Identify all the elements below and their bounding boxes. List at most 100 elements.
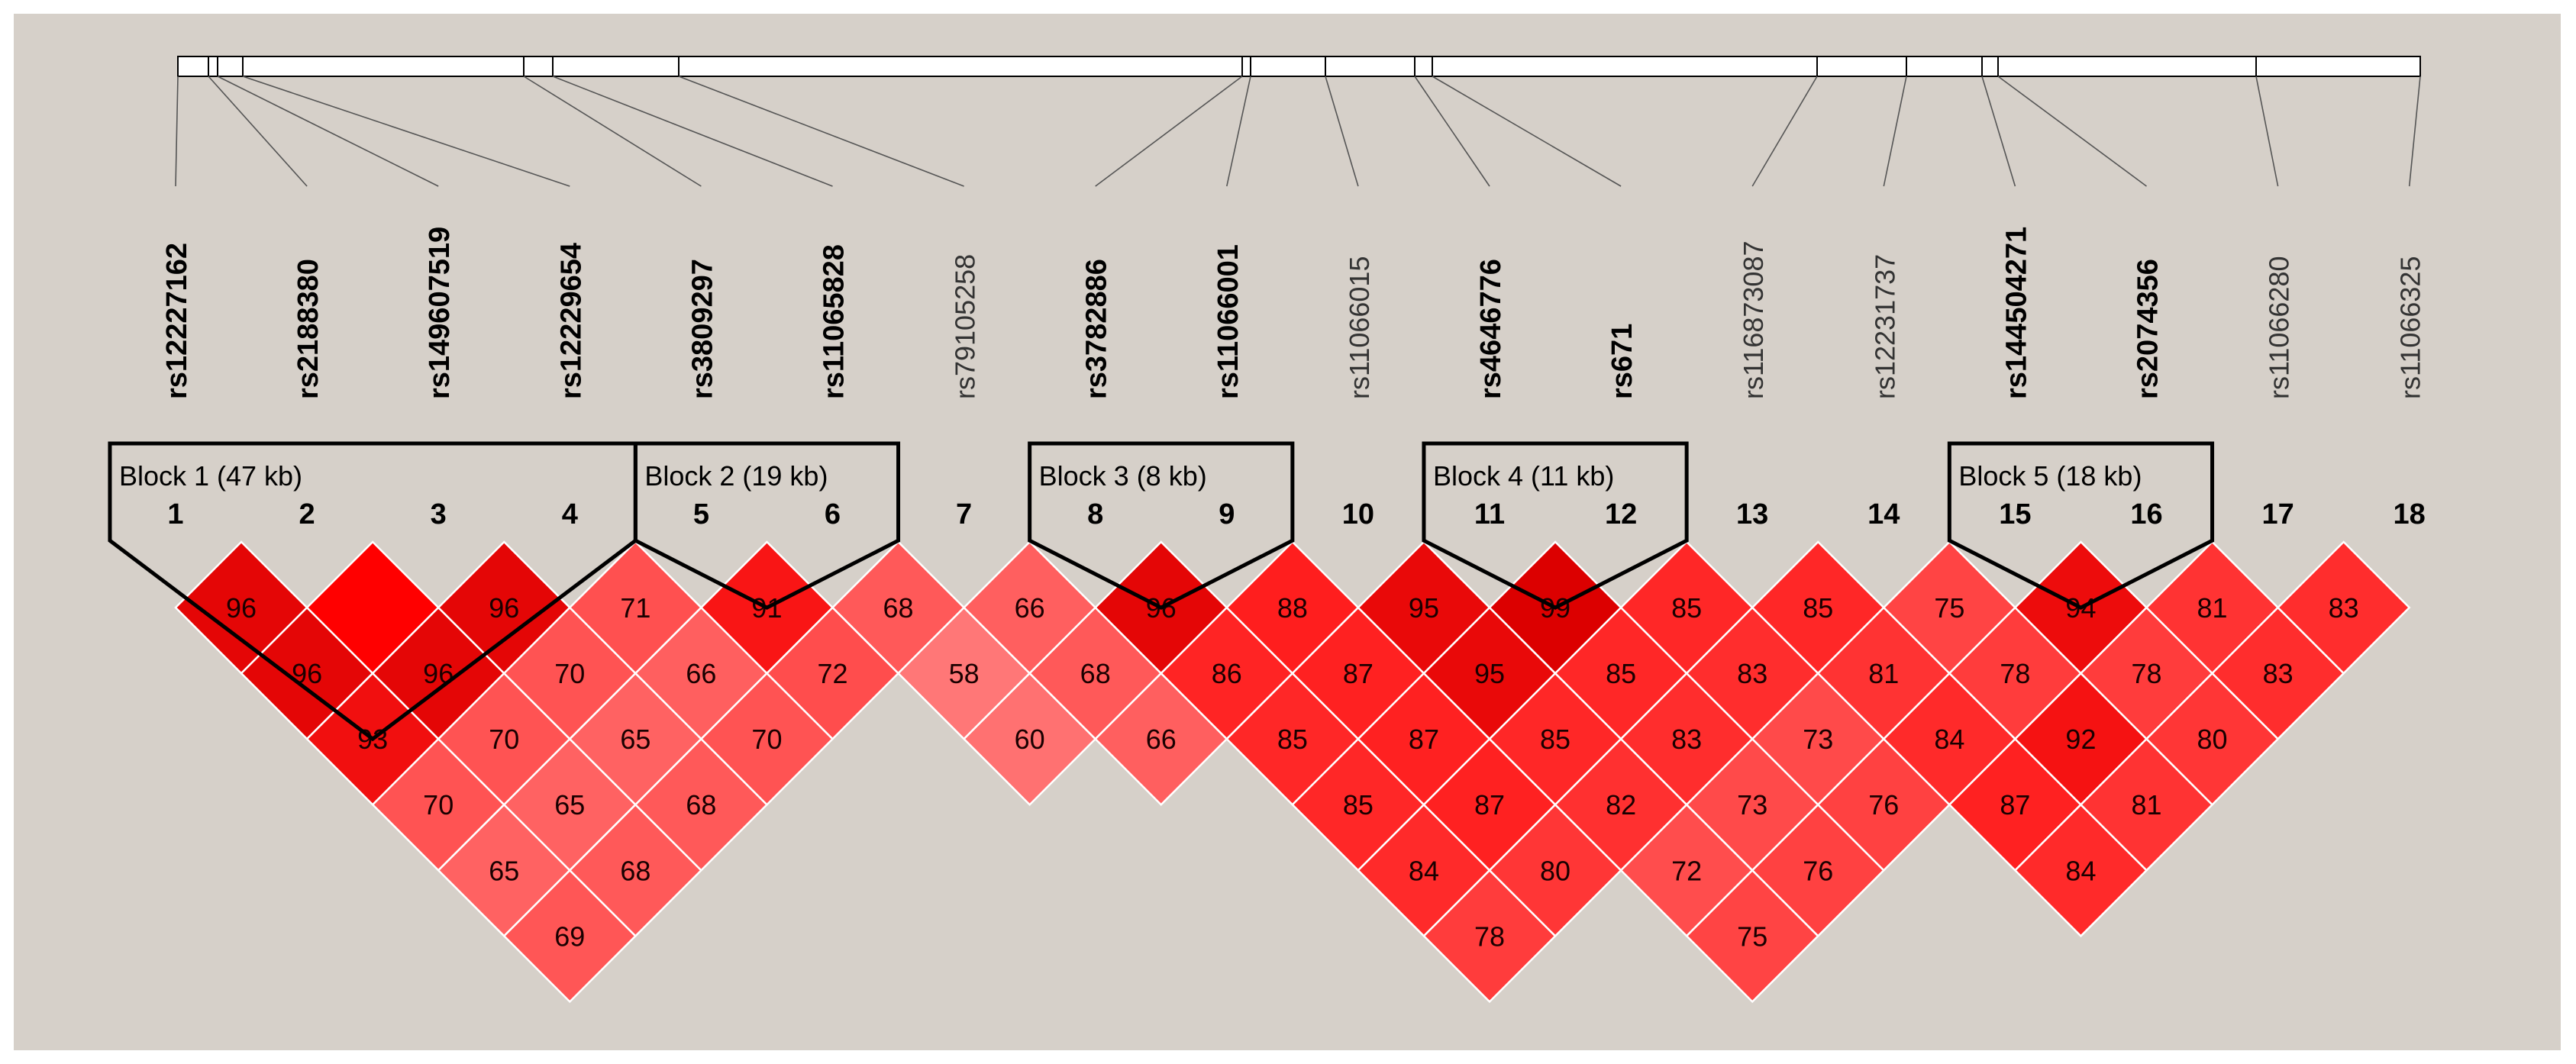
marker-connector-line (1751, 76, 1818, 187)
marker-connector-line (242, 76, 570, 187)
marker-name-label: rs11065828 (818, 244, 851, 399)
marker-name-label: rs11066280 (2264, 256, 2295, 400)
ld-value: 85 (1343, 789, 1374, 821)
marker-name-label: rs11066001 (1212, 244, 1244, 399)
haplotype-block-label: Block 1 (47 kb) (119, 460, 302, 492)
ld-value: 92 (2065, 724, 2096, 755)
haplotype-block-label: Block 2 (19 kb) (644, 460, 828, 492)
haplotype-block-outline (1028, 441, 1295, 610)
marker-connector-line (1432, 76, 1622, 187)
ld-value: 68 (1080, 658, 1111, 689)
marker-connector-line (2408, 76, 2421, 187)
haplotype-block-outline (1422, 441, 1689, 610)
ld-value: 78 (1474, 921, 1505, 952)
ld-value: 69 (554, 921, 585, 952)
ld-value: 70 (751, 724, 782, 755)
marker-index-label: 4 (562, 498, 578, 530)
ld-value: 78 (2131, 658, 2161, 689)
ld-value: 88 (1277, 592, 1308, 624)
marker-index-label: 2 (299, 498, 315, 530)
ld-value: 95 (1409, 592, 1439, 624)
marker-index-label: 15 (1999, 498, 2031, 530)
marker-index-label: 10 (1342, 498, 1374, 530)
ld-value: 84 (1409, 855, 1439, 886)
marker-index-label: 16 (2130, 498, 2162, 530)
marker-index-label: 7 (956, 498, 972, 530)
marker-name-label: rs12227162 (161, 243, 193, 399)
marker-index-label: 12 (1605, 498, 1637, 530)
ld-value: 85 (1277, 724, 1308, 755)
ld-value: 96 (292, 658, 322, 689)
marker-name-label: rs12229654 (555, 243, 587, 399)
ld-value: 81 (2131, 789, 2161, 821)
ld-value: 83 (2329, 592, 2359, 624)
ld-value: 80 (1540, 855, 1570, 886)
marker-connector-line (2255, 76, 2279, 187)
position-bar (177, 56, 2421, 77)
ld-value: 87 (1409, 724, 1439, 755)
ld-value: 70 (423, 789, 454, 821)
marker-name-label: rs4646776 (1475, 259, 1507, 399)
marker-name-label: rs149607519 (424, 227, 456, 399)
marker-name-label: rs79105258 (950, 254, 981, 399)
ld-value: 73 (1737, 789, 1767, 821)
ld-value: 75 (1737, 921, 1767, 952)
ld-value: 80 (2197, 724, 2228, 755)
marker-connector-line (1981, 76, 2016, 187)
haplotype-block-outline (633, 441, 901, 610)
ld-value: 65 (554, 789, 585, 821)
marker-name-label: rs144504271 (2000, 227, 2032, 399)
marker-name-label: rs671 (1606, 324, 1638, 399)
ld-value: 81 (2197, 592, 2228, 624)
marker-connector-line (1997, 76, 2147, 187)
haplotype-block-outline (1947, 441, 2215, 610)
marker-connector-line (208, 76, 308, 187)
ld-value: 66 (686, 658, 716, 689)
ld-value: 76 (1868, 789, 1899, 821)
ld-heatmap: rs12227162 rs2188380 rs149607519 rs12229654… (108, 56, 2426, 1004)
marker-name-label: rs11066015 (1344, 256, 1375, 400)
ld-value: 85 (1540, 724, 1570, 755)
ld-value: 68 (686, 789, 716, 821)
ld-value: 66 (1015, 592, 1045, 624)
ld-value: 65 (620, 724, 650, 755)
ld-value: 75 (1934, 592, 1964, 624)
ld-value: 72 (817, 658, 847, 689)
ld-value: 73 (1803, 724, 1833, 755)
ld-value: 58 (949, 658, 980, 689)
haplotype-block-label: Block 5 (18 kb) (1958, 460, 2142, 492)
ld-cell (2276, 540, 2411, 675)
marker-connector-line (552, 76, 833, 187)
ld-value: 68 (883, 592, 914, 624)
marker-name-label: rs116873087 (1738, 240, 1769, 399)
marker-name-label: rs12231737 (1869, 254, 1900, 399)
ld-value: 96 (489, 592, 519, 624)
haplotype-block-outline (108, 441, 638, 742)
marker-name-label: rs3782886 (1081, 259, 1113, 399)
ld-value: 85 (1606, 658, 1636, 689)
marker-index-label: 3 (431, 498, 447, 530)
marker-connector-line (1095, 76, 1243, 187)
ld-value: 76 (1803, 855, 1833, 886)
marker-index-label: 11 (1474, 498, 1505, 530)
marker-connector-line (523, 76, 702, 187)
marker-name-label: rs11066325 (2395, 256, 2426, 400)
ld-value: 70 (489, 724, 519, 755)
ld-value: 95 (1474, 658, 1505, 689)
marker-index-label: 5 (693, 498, 709, 530)
ld-value: 82 (1606, 789, 1636, 821)
ld-value: 96 (226, 592, 257, 624)
marker-connector-line (678, 76, 964, 187)
marker-connector-line (175, 76, 179, 187)
ld-value: 66 (1146, 724, 1177, 755)
marker-name-label: rs2188380 (292, 259, 324, 399)
ld-value: 83 (1737, 658, 1767, 689)
ld-value: 83 (1671, 724, 1702, 755)
ld-value: 70 (554, 658, 585, 689)
marker-connector-line (217, 76, 439, 187)
haplotype-block-label: Block 3 (8 kb) (1039, 460, 1207, 492)
ld-value: 83 (2263, 658, 2294, 689)
marker-index-label: 6 (825, 498, 841, 530)
marker-connector-line (1226, 76, 1251, 187)
haplotype-block-label: Block 4 (11 kb) (1433, 460, 1614, 492)
